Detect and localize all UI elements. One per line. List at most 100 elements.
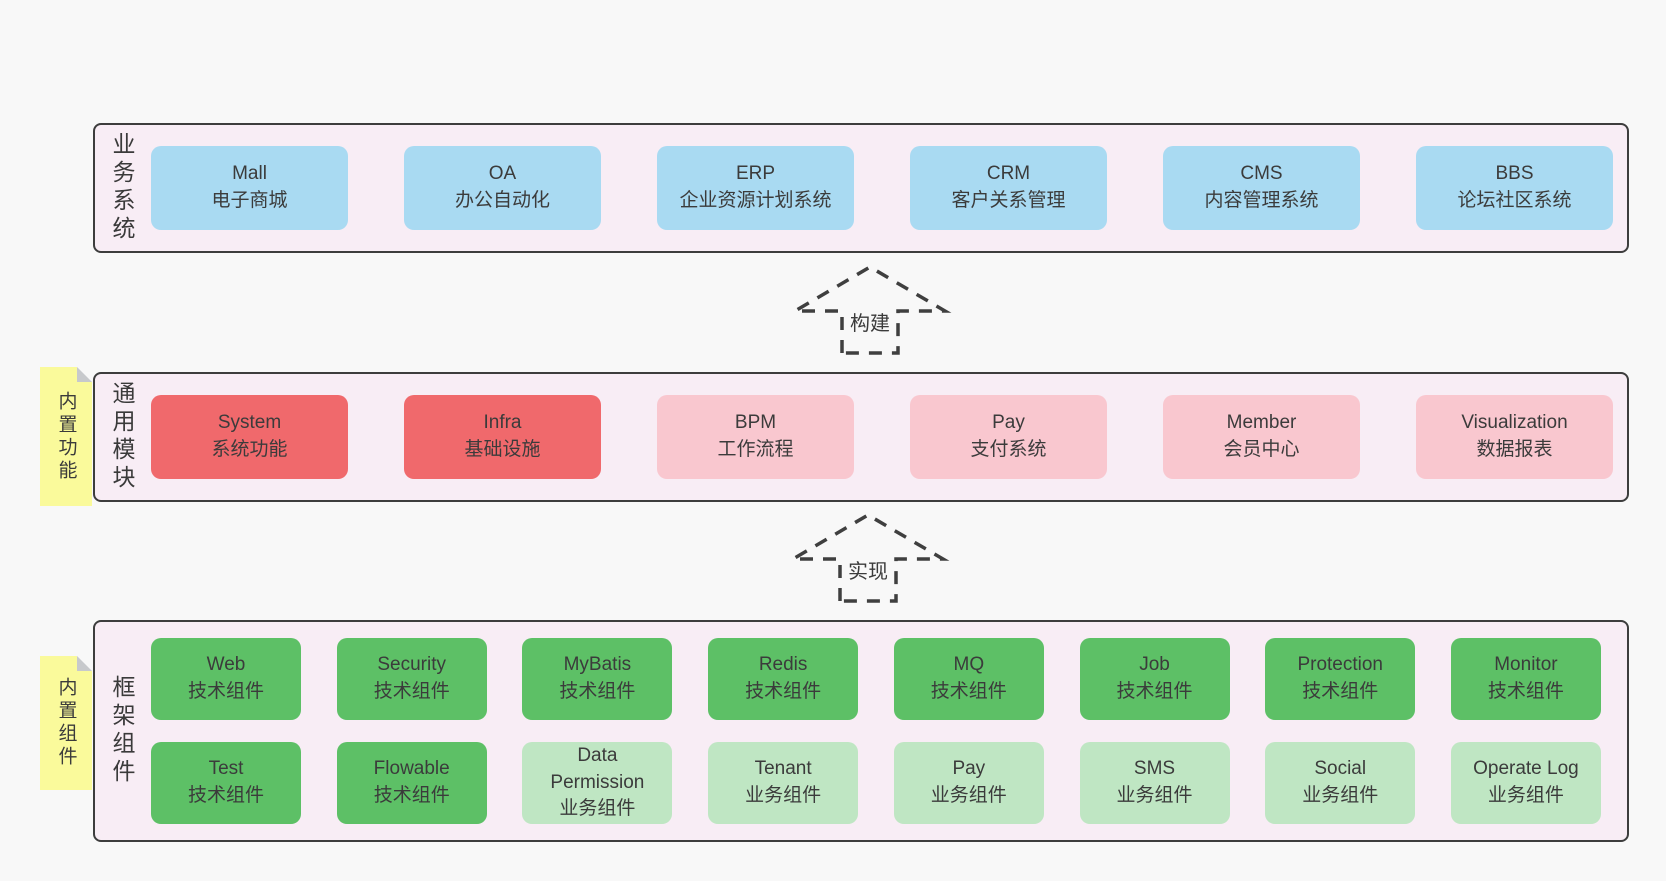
box-name: BPM	[734, 412, 777, 434]
box-desc: 数据报表	[1476, 439, 1553, 460]
business-box-crm: CRM 客户关系管理	[910, 146, 1107, 230]
box-name: BBS	[1495, 163, 1534, 185]
box-name: Tenant	[754, 758, 812, 780]
box-name: Flowable	[373, 758, 450, 780]
component-box-social: Social 业务组件	[1265, 742, 1416, 824]
component-box-redis: Redis 技术组件	[708, 638, 859, 720]
component-box-monitor: Monitor 技术组件	[1450, 638, 1601, 720]
implement-arrow-label: 实现	[845, 555, 891, 584]
box-desc: 电子商城	[211, 190, 288, 211]
business-box-mall: Mall 电子商城	[151, 146, 348, 230]
band-content: System 系统功能 Infra 基础设施 BPM 工作流程 Pay 支付系统…	[149, 374, 1627, 500]
box-desc: 技术组件	[1116, 681, 1193, 702]
implement-arrow: 实现	[783, 507, 953, 607]
band-common-modules: 通用模块 System 系统功能 Infra 基础设施 BPM 工作流程 Pay…	[93, 372, 1629, 502]
components-row-2: Test 技术组件 Flowable 技术组件 Data Permission …	[151, 742, 1601, 824]
box-name: Monitor	[1494, 654, 1558, 676]
box-name: Member	[1226, 412, 1297, 434]
box-desc: 论坛社区系统	[1457, 190, 1572, 211]
business-box-erp: ERP 企业资源计划系统	[657, 146, 854, 230]
box-name: Security	[377, 654, 447, 676]
box-desc: 业务组件	[745, 785, 822, 806]
box-desc: 基础设施	[464, 439, 541, 460]
module-box-pay: Pay 支付系统	[910, 395, 1107, 479]
box-desc: 业务组件	[1302, 785, 1379, 806]
band-framework-components: 框架组件 Web 技术组件 Security 技术组件 MyBatis 技术组件…	[93, 620, 1629, 842]
module-box-member: Member 会员中心	[1163, 395, 1360, 479]
up-arrow-icon	[786, 512, 950, 603]
box-name: CMS	[1240, 163, 1283, 185]
band-label-column: 框架组件	[95, 622, 149, 840]
box-desc: 技术组件	[187, 681, 264, 702]
box-name: Infra	[483, 412, 522, 434]
box-name: Social	[1314, 758, 1367, 780]
box-desc: 业务组件	[1116, 785, 1193, 806]
component-box-pay: Pay 业务组件	[893, 742, 1044, 824]
box-desc: 会员中心	[1223, 439, 1300, 460]
box-desc: 系统功能	[211, 439, 288, 460]
band-label-column: 通用模块	[95, 374, 149, 500]
box-name: Job	[1139, 654, 1170, 676]
box-desc: 技术组件	[1487, 681, 1564, 702]
box-name: OA	[488, 163, 517, 185]
box-name: Protection	[1297, 654, 1383, 676]
box-desc: 办公自动化	[454, 190, 550, 211]
component-box-mq: MQ 技术组件	[893, 638, 1044, 720]
box-desc: 技术组件	[373, 785, 450, 806]
note-text: 内置组件	[55, 677, 77, 769]
box-desc: 业务组件	[559, 798, 636, 820]
box-desc: 技术组件	[930, 681, 1007, 702]
box-name: MyBatis	[563, 654, 632, 676]
band-title: 业务系统	[109, 132, 135, 244]
component-box-test: Test 技术组件	[151, 742, 301, 824]
band-content: Mall 电子商城 OA 办公自动化 ERP 企业资源计划系统 CRM 客户关系…	[149, 125, 1627, 251]
component-box-mybatis: MyBatis 技术组件	[522, 638, 673, 720]
box-name: Web	[206, 654, 246, 676]
band-title: 框架组件	[109, 675, 135, 787]
box-desc: 内容管理系统	[1204, 190, 1319, 211]
band-content: Web 技术组件 Security 技术组件 MyBatis 技术组件 Redi…	[149, 622, 1627, 840]
box-desc: 技术组件	[745, 681, 822, 702]
box-name: SMS	[1133, 758, 1176, 780]
component-box-tenant: Tenant 业务组件	[708, 742, 859, 824]
box-name: Operate Log	[1473, 758, 1579, 780]
box-name: Visualization	[1461, 412, 1568, 434]
business-box-cms: CMS 内容管理系统	[1163, 146, 1360, 230]
components-row-1: Web 技术组件 Security 技术组件 MyBatis 技术组件 Redi…	[151, 638, 1601, 720]
component-box-flowable: Flowable 技术组件	[336, 742, 487, 824]
business-box-bbs: BBS 论坛社区系统	[1416, 146, 1613, 230]
component-box-security: Security 技术组件	[336, 638, 487, 720]
module-box-system: System 系统功能	[151, 395, 348, 479]
box-desc: 技术组件	[373, 681, 450, 702]
module-box-bpm: BPM 工作流程	[657, 395, 854, 479]
component-box-data-permission: Data Permission 业务组件	[522, 742, 673, 824]
band-business-systems: 业务系统 Mall 电子商城 OA 办公自动化 ERP 企业资源计划系统 CRM…	[93, 123, 1629, 253]
box-desc: 客户关系管理	[951, 190, 1066, 211]
box-name: Data Permission	[550, 745, 645, 793]
box-name: Mall	[232, 163, 267, 185]
component-box-sms: SMS 业务组件	[1079, 742, 1230, 824]
box-name: CRM	[986, 163, 1031, 185]
component-box-protection: Protection 技术组件	[1265, 638, 1416, 720]
build-arrow: 构建	[785, 259, 955, 359]
box-name: Pay	[992, 412, 1025, 434]
box-name: Redis	[758, 654, 808, 676]
box-desc: 工作流程	[717, 439, 794, 460]
module-box-infra: Infra 基础设施	[404, 395, 601, 479]
note-built-in-components: 内置组件	[40, 656, 92, 790]
box-name: Pay	[952, 758, 986, 780]
box-desc: 支付系统	[970, 439, 1047, 460]
note-text: 内置功能	[55, 390, 77, 483]
band-title: 通用模块	[109, 381, 135, 493]
build-arrow-label: 构建	[847, 307, 893, 336]
component-box-job: Job 技术组件	[1079, 638, 1230, 720]
note-built-in-features: 内置功能	[40, 367, 92, 506]
band-label-column: 业务系统	[95, 125, 149, 251]
box-name: Test	[208, 758, 244, 780]
box-name: System	[217, 412, 282, 434]
box-desc: 企业资源计划系统	[679, 190, 832, 211]
box-name: MQ	[953, 654, 985, 676]
up-arrow-icon	[788, 264, 952, 355]
module-box-visualization: Visualization 数据报表	[1416, 395, 1613, 479]
